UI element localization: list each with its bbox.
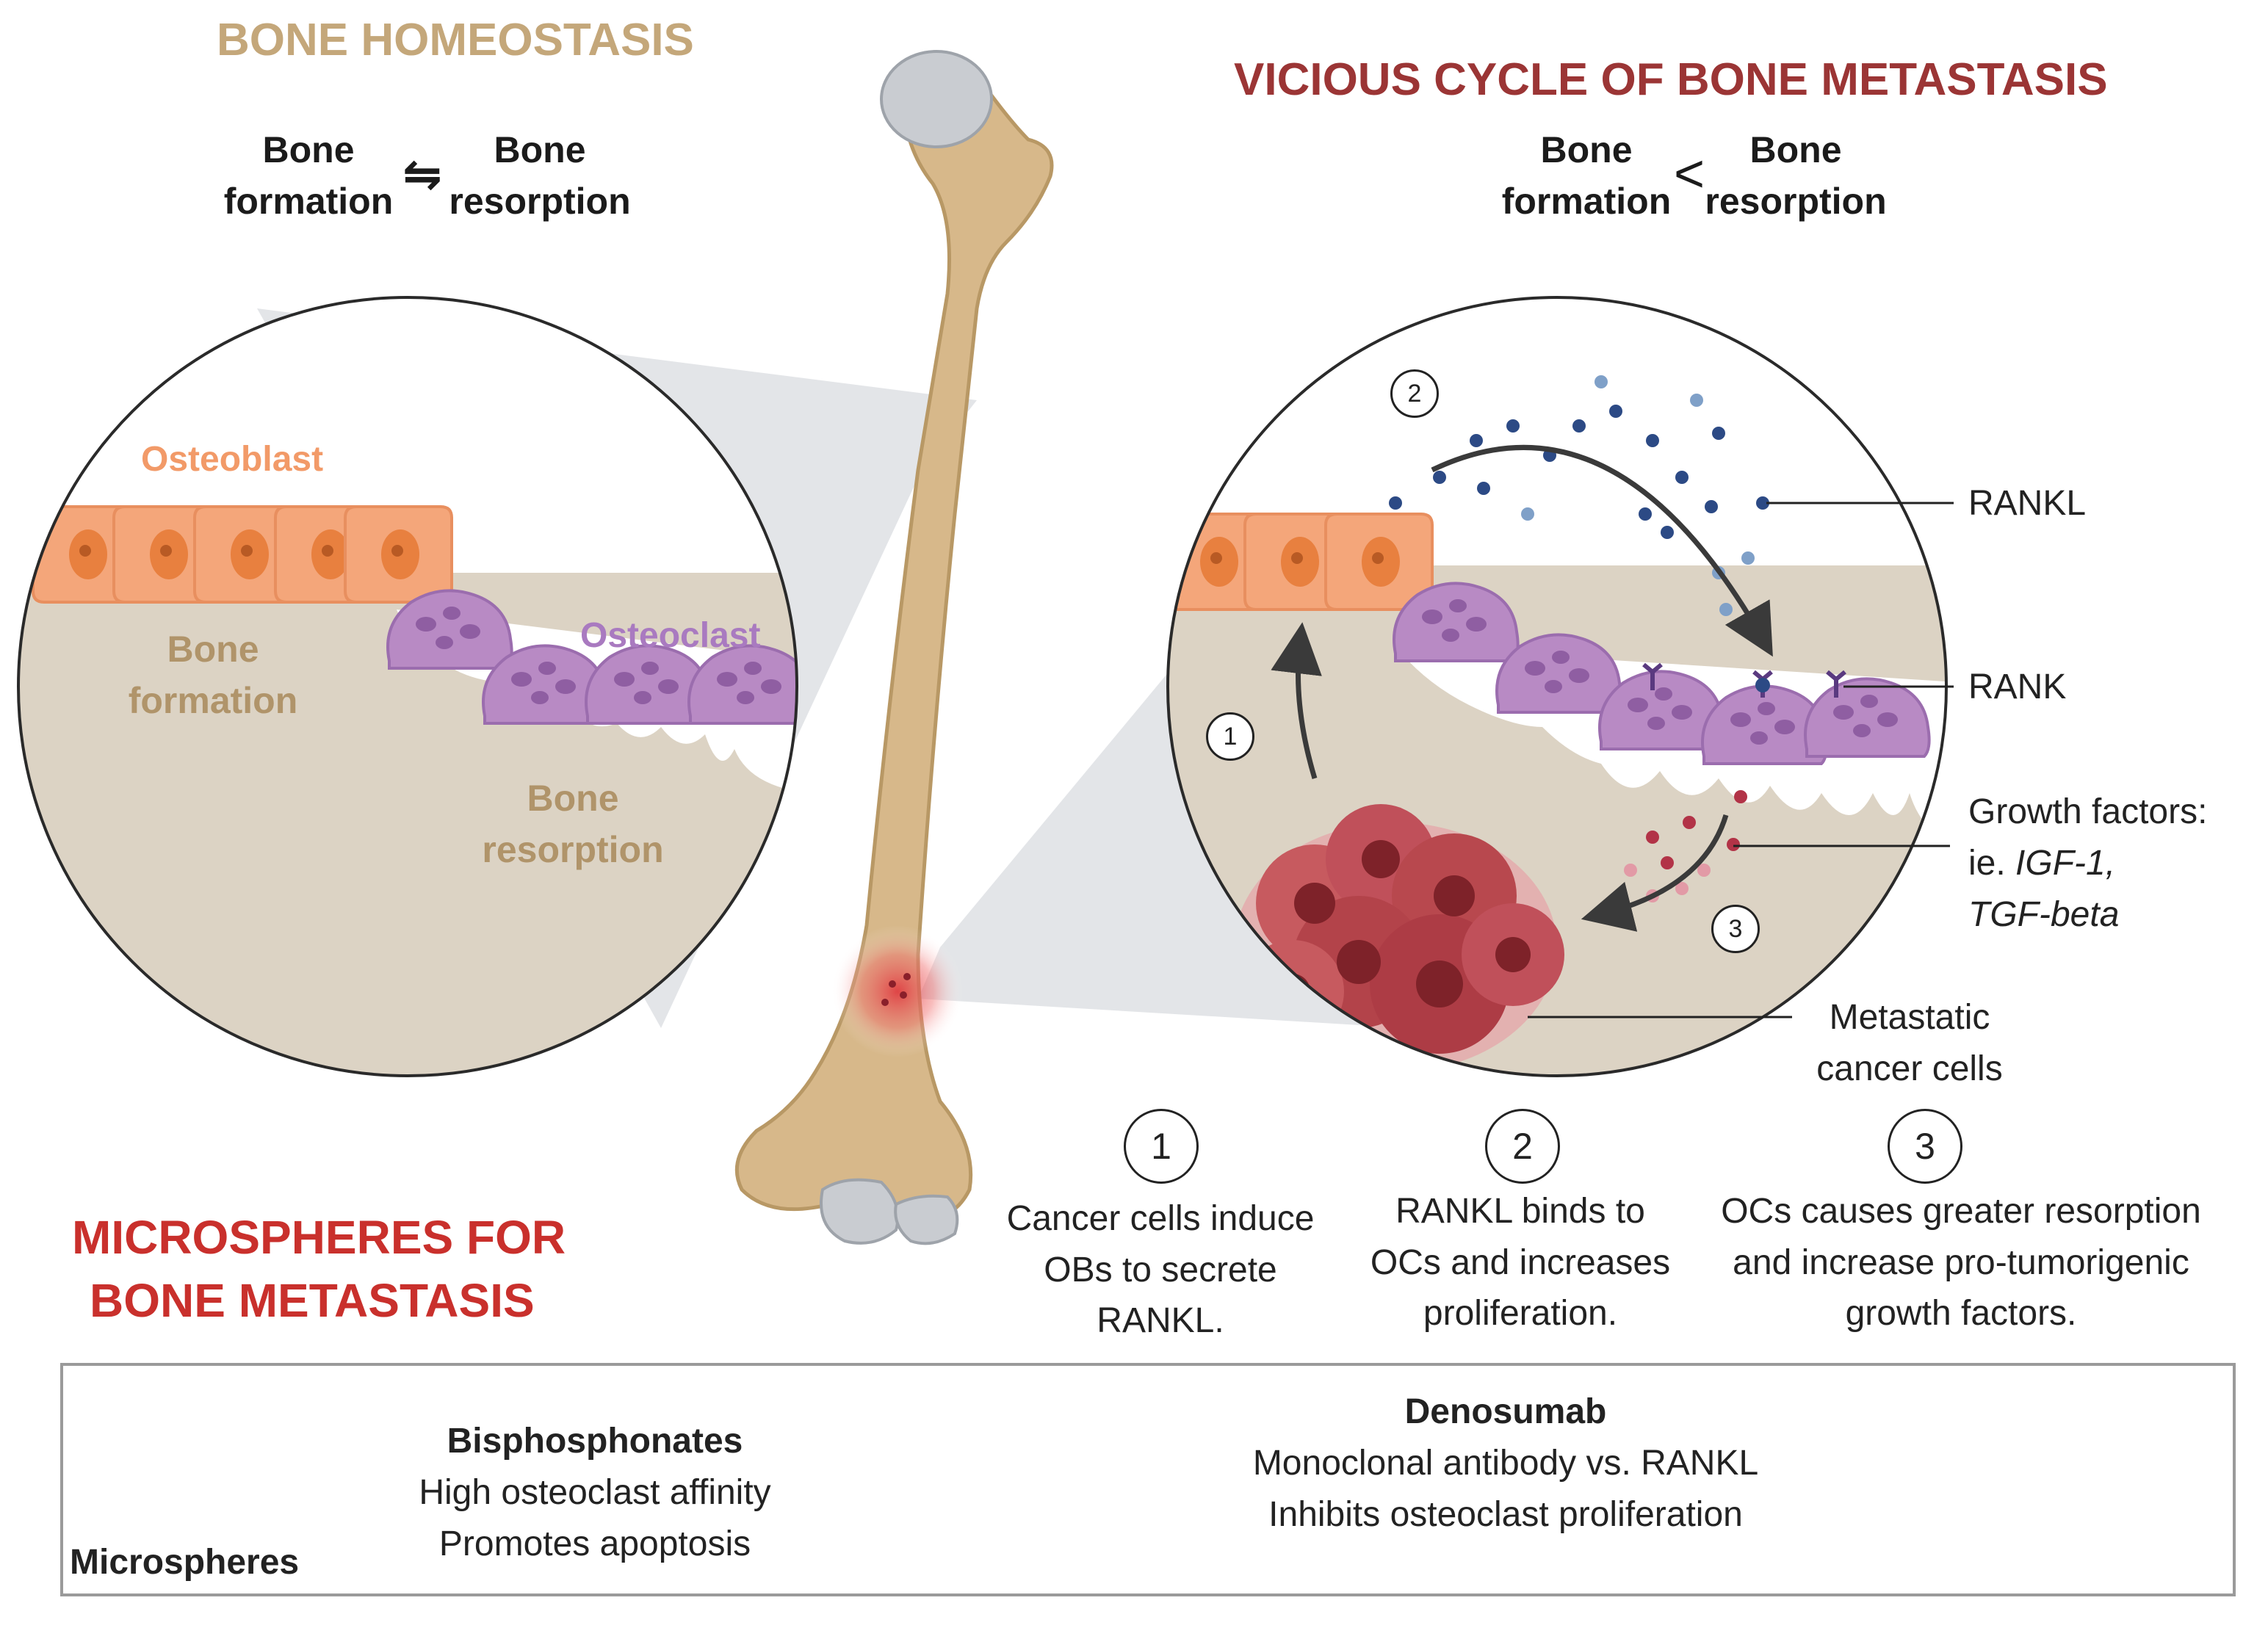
vicious-cycle-title: VICIOUS CYCLE OF BONE METASTASIS xyxy=(1234,54,2108,105)
metastatic-label: Metastatic xyxy=(1829,998,1990,1037)
resorption-label-2: resorption xyxy=(449,181,631,222)
metastasis-glow xyxy=(831,925,964,1057)
igf1-label: IGF-1, xyxy=(2015,844,2116,883)
osteoblast-label: Osteoblast xyxy=(141,440,324,479)
bone-formation-label-2: formation xyxy=(128,680,298,721)
vc-formation-label-2: formation xyxy=(1501,181,1672,222)
step-2-line2: OCs and increases xyxy=(1370,1242,1671,1282)
denosumab-line2: Inhibits osteoclast proliferation xyxy=(1268,1495,1743,1534)
microspheres-title-line2: BONE METASTASIS xyxy=(90,1274,535,1327)
balance-symbol: ⇋ xyxy=(402,148,442,200)
microspheres-label: Microspheres xyxy=(70,1543,300,1582)
cycle-step-1-marker: 1 xyxy=(1206,712,1254,761)
inequality-symbol: < xyxy=(1673,145,1705,203)
cycle-step-2-marker: 2 xyxy=(1390,369,1439,418)
bisphosphonates-title: Bisphosphonates xyxy=(447,1422,743,1461)
step-3-line2: and increase pro-tumorigenic xyxy=(1733,1242,2189,1282)
step-2-number: 2 xyxy=(1485,1109,1560,1184)
cycle-step-3-marker: 3 xyxy=(1711,905,1760,953)
tgf-beta-label: TGF-beta xyxy=(1968,895,2120,934)
bone-resorption-label-2: resorption xyxy=(482,829,664,870)
arrow-step-3 xyxy=(1581,814,1729,932)
step-2-text: RANKL binds to OCs and increases prolifera… xyxy=(1344,1186,1697,1339)
arrow-step-2 xyxy=(1431,444,1773,657)
step-2-line3: proliferation. xyxy=(1423,1294,1618,1334)
bone-formation-label: Bone xyxy=(167,629,259,670)
growth-factor-dots xyxy=(1624,790,1747,902)
step-1-number: 1 xyxy=(1124,1109,1199,1184)
bone-resorption-label: Bone xyxy=(527,778,619,819)
formation-label-2: formation xyxy=(223,181,394,222)
formation-label: Bone xyxy=(262,129,355,170)
step-3-line1: OCs causes greater resorption xyxy=(1721,1192,2201,1231)
rank-label: RANK xyxy=(1968,668,2067,706)
step-2-line1: RANKL binds to xyxy=(1395,1192,1645,1231)
step-1-line3: RANKL. xyxy=(1097,1301,1224,1341)
vc-resorption-label: Bone xyxy=(1749,129,1842,170)
growth-factors-label: Growth factors: xyxy=(1968,792,2208,831)
growth-factors-examples: ie. IGF-1, xyxy=(1968,843,2115,885)
vc-resorption-label-2: resorption xyxy=(1705,181,1887,222)
resorption-label: Bone xyxy=(494,129,586,170)
rankl-dots xyxy=(1389,375,1769,616)
step-1-line1: Cancer cells induce xyxy=(1006,1199,1315,1238)
metastatic-label-2: cancer cells xyxy=(1816,1049,2003,1088)
microspheres-title-line1: MICROSPHERES FOR xyxy=(72,1211,566,1264)
step-3-text: OCs causes greater resorption and increas… xyxy=(1697,1186,2225,1339)
rankl-label: RANKL xyxy=(1968,484,2087,523)
step-3-number: 3 xyxy=(1888,1109,1962,1184)
arrow-step-1 xyxy=(1271,622,1322,780)
step-3-line3: growth factors. xyxy=(1845,1294,2077,1334)
growth-prefix: ie. xyxy=(1968,844,2016,883)
bisphosphonates-line2: Promotes apoptosis xyxy=(438,1524,751,1563)
vc-formation-label: Bone xyxy=(1540,129,1633,170)
osteoclast-label: Osteoclast xyxy=(580,616,761,655)
bisphosphonates-line1: High osteoclast affinity xyxy=(419,1473,771,1512)
treatment-panel xyxy=(60,1363,2236,1596)
denosumab-line1: Monoclonal antibody vs. RANKL xyxy=(1252,1444,1759,1483)
step-1-line2: OBs to secrete xyxy=(1044,1250,1277,1289)
femur-bone xyxy=(734,50,1054,1245)
denosumab-title: Denosumab xyxy=(1404,1392,1607,1431)
bone-homeostasis-title: BONE HOMEOSTASIS xyxy=(217,15,694,65)
